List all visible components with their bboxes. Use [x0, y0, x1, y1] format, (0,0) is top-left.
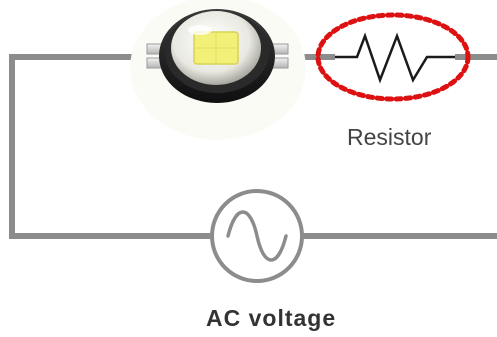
resistor-zigzag-icon [335, 32, 455, 84]
ac-source-icon [210, 189, 304, 283]
resistor-highlight-ring [315, 12, 471, 102]
ac-sine-wave [226, 210, 288, 262]
power-led-icon [130, 0, 306, 140]
resistor-label: Resistor [347, 124, 432, 150]
ac-voltage-label: AC voltage [206, 305, 337, 331]
